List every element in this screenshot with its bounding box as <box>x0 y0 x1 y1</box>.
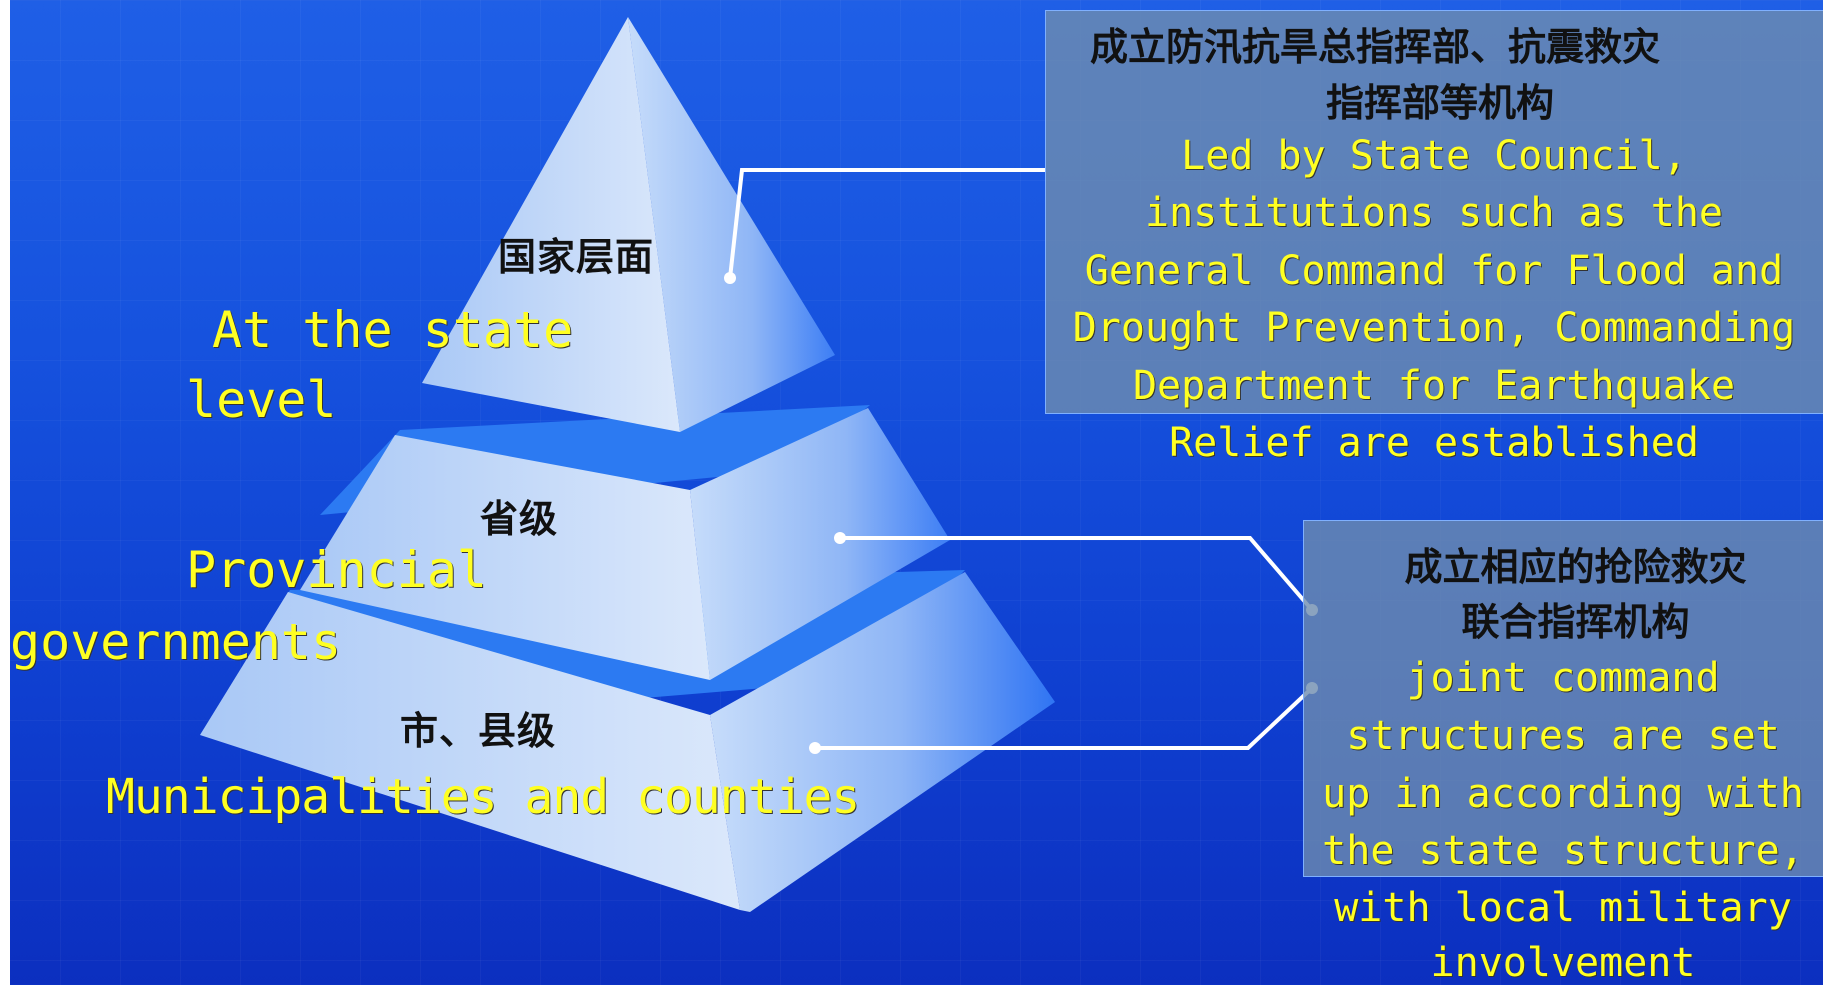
local-box-text-line: up in according with <box>1322 771 1804 817</box>
local-box-text-line: involvement <box>1430 940 1696 985</box>
local-info-box <box>1303 520 1823 877</box>
municipal-en-label: Municipalities and counties <box>106 769 860 825</box>
state-box-title-line1: 成立防汛抗旱总指挥部、抗震救灾 <box>1090 25 1661 69</box>
state-box-title-line2: 指挥部等机构 <box>1325 81 1554 125</box>
provincial-cn-label: 省级 <box>480 497 559 541</box>
pyramid-tier-top <box>422 17 835 432</box>
state-box-text-line: institutions such as the <box>1145 190 1723 236</box>
state-level-en-line2: level <box>186 371 337 429</box>
local-box-text-line: structures are set <box>1346 713 1780 759</box>
state-box-text-line: Relief are established <box>1169 420 1699 466</box>
local-box-title-line2: 联合指挥机构 <box>1461 600 1690 644</box>
local-box-text-line: the state structure, <box>1322 828 1804 874</box>
left-edge-strip <box>0 0 10 985</box>
municipal-cn-label: 市、县级 <box>400 709 557 753</box>
local-box-text-line: joint command <box>1406 655 1720 701</box>
state-box-text-line: Drought Prevention, Commanding <box>1072 305 1796 351</box>
local-box-title-line1: 成立相应的抢险救灾 <box>1404 545 1747 589</box>
state-box-text-line: Department for Earthquake <box>1132 363 1736 409</box>
provincial-en-line2: governments <box>10 613 342 671</box>
provincial-en-line1: Provincial <box>186 541 488 599</box>
state-level-en-line1: At the state <box>212 301 574 359</box>
pyramid-tier-middle <box>300 405 950 680</box>
local-box-text-line: with local military <box>1334 885 1792 931</box>
state-info-box <box>1045 10 1823 414</box>
state-box-text-line: Led by State Council, <box>1181 133 1687 179</box>
state-box-text-line: General Command for Flood and <box>1084 248 1784 294</box>
state-level-cn-label: 国家层面 <box>498 235 655 279</box>
